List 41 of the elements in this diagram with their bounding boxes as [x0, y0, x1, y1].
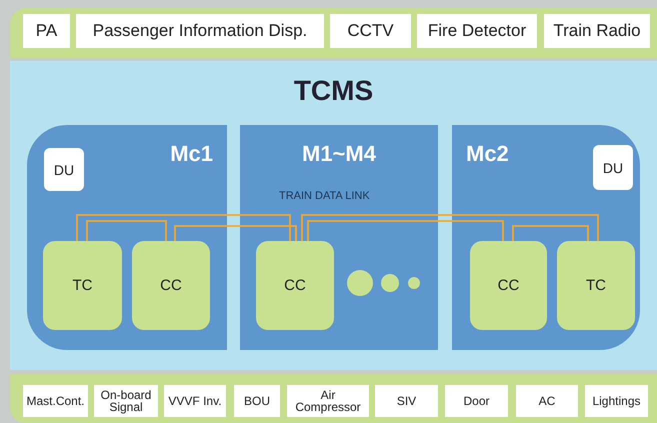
ellipsis-dot [381, 274, 399, 292]
display-unit-box: DU [593, 145, 633, 190]
device-band [10, 8, 657, 58]
controller-box: CC [256, 241, 334, 330]
car-title: Mc1 [169, 141, 213, 167]
ellipsis-dot [408, 277, 420, 289]
device-band [10, 374, 657, 423]
data-link-line [86, 220, 167, 241]
data-link-line [301, 214, 599, 241]
device-box: PA [23, 14, 70, 48]
device-box: VVVF Inv. [164, 385, 226, 417]
device-box: Mast.Cont. [23, 385, 88, 417]
data-link-line [307, 220, 504, 241]
car-title: M1~M4 [301, 141, 377, 167]
controller-box: CC [470, 241, 547, 330]
car-panel [240, 125, 438, 350]
data-link-line [174, 225, 297, 241]
device-box: BOU [234, 385, 280, 417]
controller-box: CC [132, 241, 210, 330]
car-panel [27, 125, 227, 350]
device-box: Passenger Information Disp. [76, 14, 324, 48]
data-link-line [512, 225, 589, 241]
device-box: Fire Detector [417, 14, 537, 48]
device-box: CCTV [330, 14, 411, 48]
device-box: SIV [375, 385, 438, 417]
device-box: On-board Signal [94, 385, 158, 417]
car-panel [452, 125, 640, 350]
device-box: Lightings [585, 385, 648, 417]
display-unit-box: DU [44, 148, 84, 191]
device-box: Door [445, 385, 508, 417]
device-box: Air Compressor [287, 385, 369, 417]
ellipsis-dot [347, 270, 373, 296]
device-box: AC [516, 385, 578, 417]
system-title: TCMS [294, 75, 374, 106]
bus-label: TRAIN DATA LINK [279, 190, 370, 202]
controller-box: TC [43, 241, 122, 330]
data-link-line [76, 214, 291, 241]
system-panel [10, 61, 657, 370]
device-box: Train Radio [544, 14, 650, 48]
controller-box: TC [557, 241, 635, 330]
car-title: Mc2 [466, 141, 510, 167]
